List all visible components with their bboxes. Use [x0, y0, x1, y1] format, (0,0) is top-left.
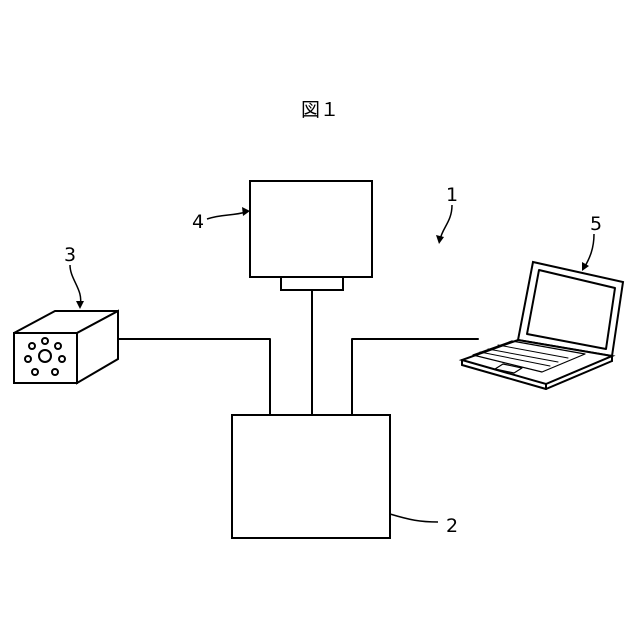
device-4-body: [250, 181, 372, 277]
figure-title: 図１: [301, 99, 339, 121]
device-4-connector: [281, 277, 343, 290]
label-projector: 4: [192, 211, 204, 233]
laptop-connection-line: [352, 339, 478, 415]
label-camera: 3: [64, 244, 76, 266]
laptop-icon: [462, 262, 623, 389]
label-controller: 2: [446, 515, 458, 537]
controller-box: [232, 415, 390, 538]
label-system: 1: [446, 184, 458, 206]
device-4: [250, 181, 372, 290]
camera-connection-line: [118, 339, 270, 415]
camera-icon: [14, 311, 118, 383]
connection-lines: [118, 290, 478, 415]
label-laptop: 5: [590, 213, 602, 235]
